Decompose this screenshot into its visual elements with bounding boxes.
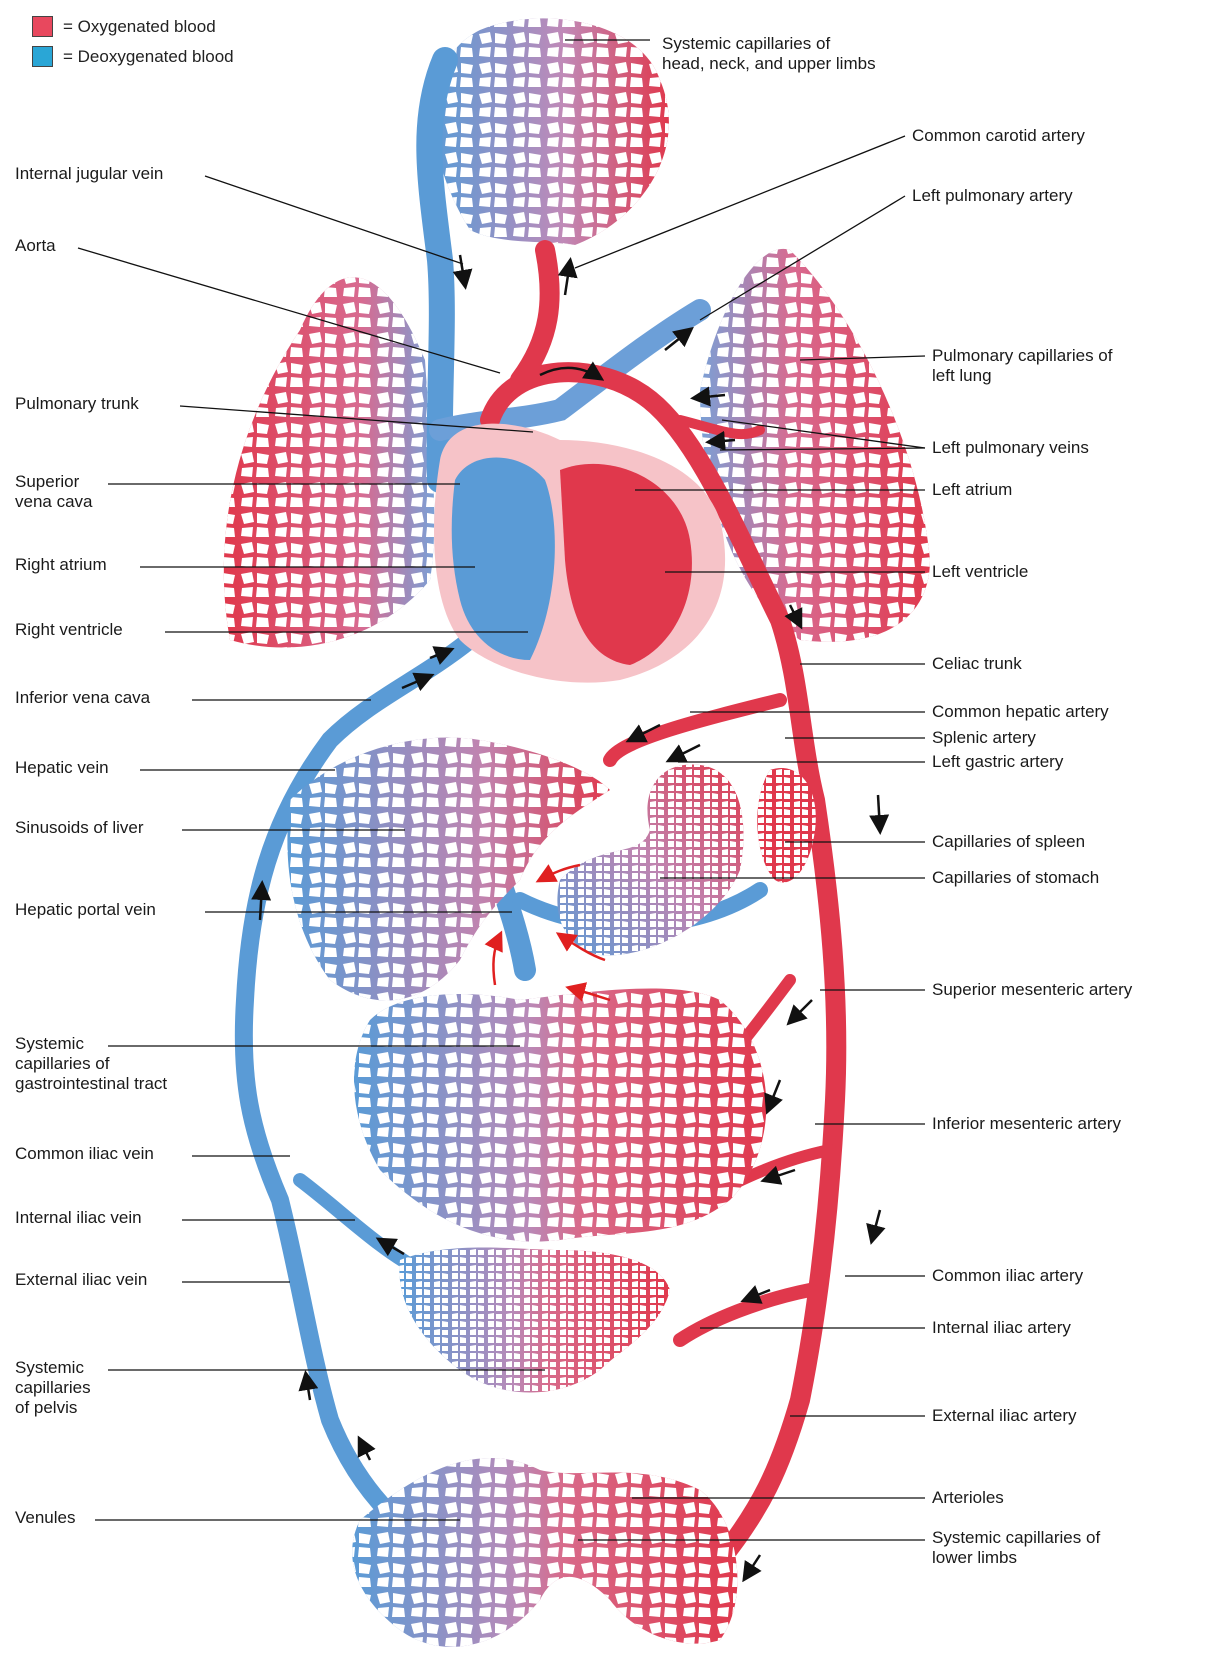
label-common-carotid-artery: Common carotid artery [912,126,1085,146]
label-common-iliac-artery: Common iliac artery [932,1266,1083,1286]
head-capillary-bed [434,18,669,245]
label-hepatic-portal-vein: Hepatic portal vein [15,900,156,920]
label-left-pulmonary-artery: Left pulmonary artery [912,186,1073,206]
label-sinusoids-of-liver: Sinusoids of liver [15,818,144,838]
left-lung-capillaries [700,249,930,642]
label-splenic-artery: Splenic artery [932,728,1036,748]
legend-oxygenated: = Oxygenated blood [32,16,216,37]
label-head-capillaries: Systemic capillaries of head, neck, and … [662,34,876,74]
label-inferior-vena-cava: Inferior vena cava [15,688,150,708]
label-common-hepatic-artery: Common hepatic artery [932,702,1109,722]
legend-deoxygenated: = Deoxygenated blood [32,46,234,67]
deoxygenated-swatch [32,46,53,67]
label-venules: Venules [15,1508,76,1528]
label-gi-capillaries: Systemic capillaries of gastrointestinal… [15,1034,167,1094]
spleen-capillaries [757,768,815,882]
pelvis-capillary-bed [399,1248,670,1393]
legend-deoxygenated-label: = Deoxygenated blood [63,47,234,67]
heart [434,424,725,683]
label-aorta: Aorta [15,236,56,256]
label-stomach-capillaries: Capillaries of stomach [932,868,1099,888]
label-pelvis-capillaries: Systemic capillaries of pelvis [15,1358,91,1418]
right-lung-capillaries [224,277,434,647]
label-left-gastric-artery: Left gastric artery [932,752,1063,772]
label-left-ventricle: Left ventricle [932,562,1028,582]
label-external-iliac-artery: External iliac artery [932,1406,1077,1426]
label-internal-iliac-vein: Internal iliac vein [15,1208,142,1228]
label-pulmonary-capillaries: Pulmonary capillaries of left lung [932,346,1112,386]
label-external-iliac-vein: External iliac vein [15,1270,147,1290]
label-right-atrium: Right atrium [15,555,107,575]
label-superior-mesenteric-artery: Superior mesenteric artery [932,980,1132,1000]
label-lower-limb-capillaries: Systemic capillaries of lower limbs [932,1528,1100,1568]
label-common-iliac-vein: Common iliac vein [15,1144,154,1164]
label-superior-vena-cava: Superior vena cava [15,472,93,512]
gi-capillary-bed [354,988,766,1241]
label-pulmonary-trunk: Pulmonary trunk [15,394,139,414]
label-left-atrium: Left atrium [932,480,1012,500]
label-internal-iliac-artery: Internal iliac artery [932,1318,1071,1338]
label-hepatic-vein: Hepatic vein [15,758,109,778]
label-internal-jugular-vein: Internal jugular vein [15,164,163,184]
label-left-pulmonary-veins: Left pulmonary veins [932,438,1089,458]
label-right-ventricle: Right ventricle [15,620,123,640]
legend-oxygenated-label: = Oxygenated blood [63,17,216,37]
oxygenated-swatch [32,16,53,37]
lower-limb-capillary-bed [352,1458,737,1647]
label-inferior-mesenteric-artery: Inferior mesenteric artery [932,1114,1121,1134]
label-spleen-capillaries: Capillaries of spleen [932,832,1085,852]
label-celiac-trunk: Celiac trunk [932,654,1022,674]
label-arterioles: Arterioles [932,1488,1004,1508]
